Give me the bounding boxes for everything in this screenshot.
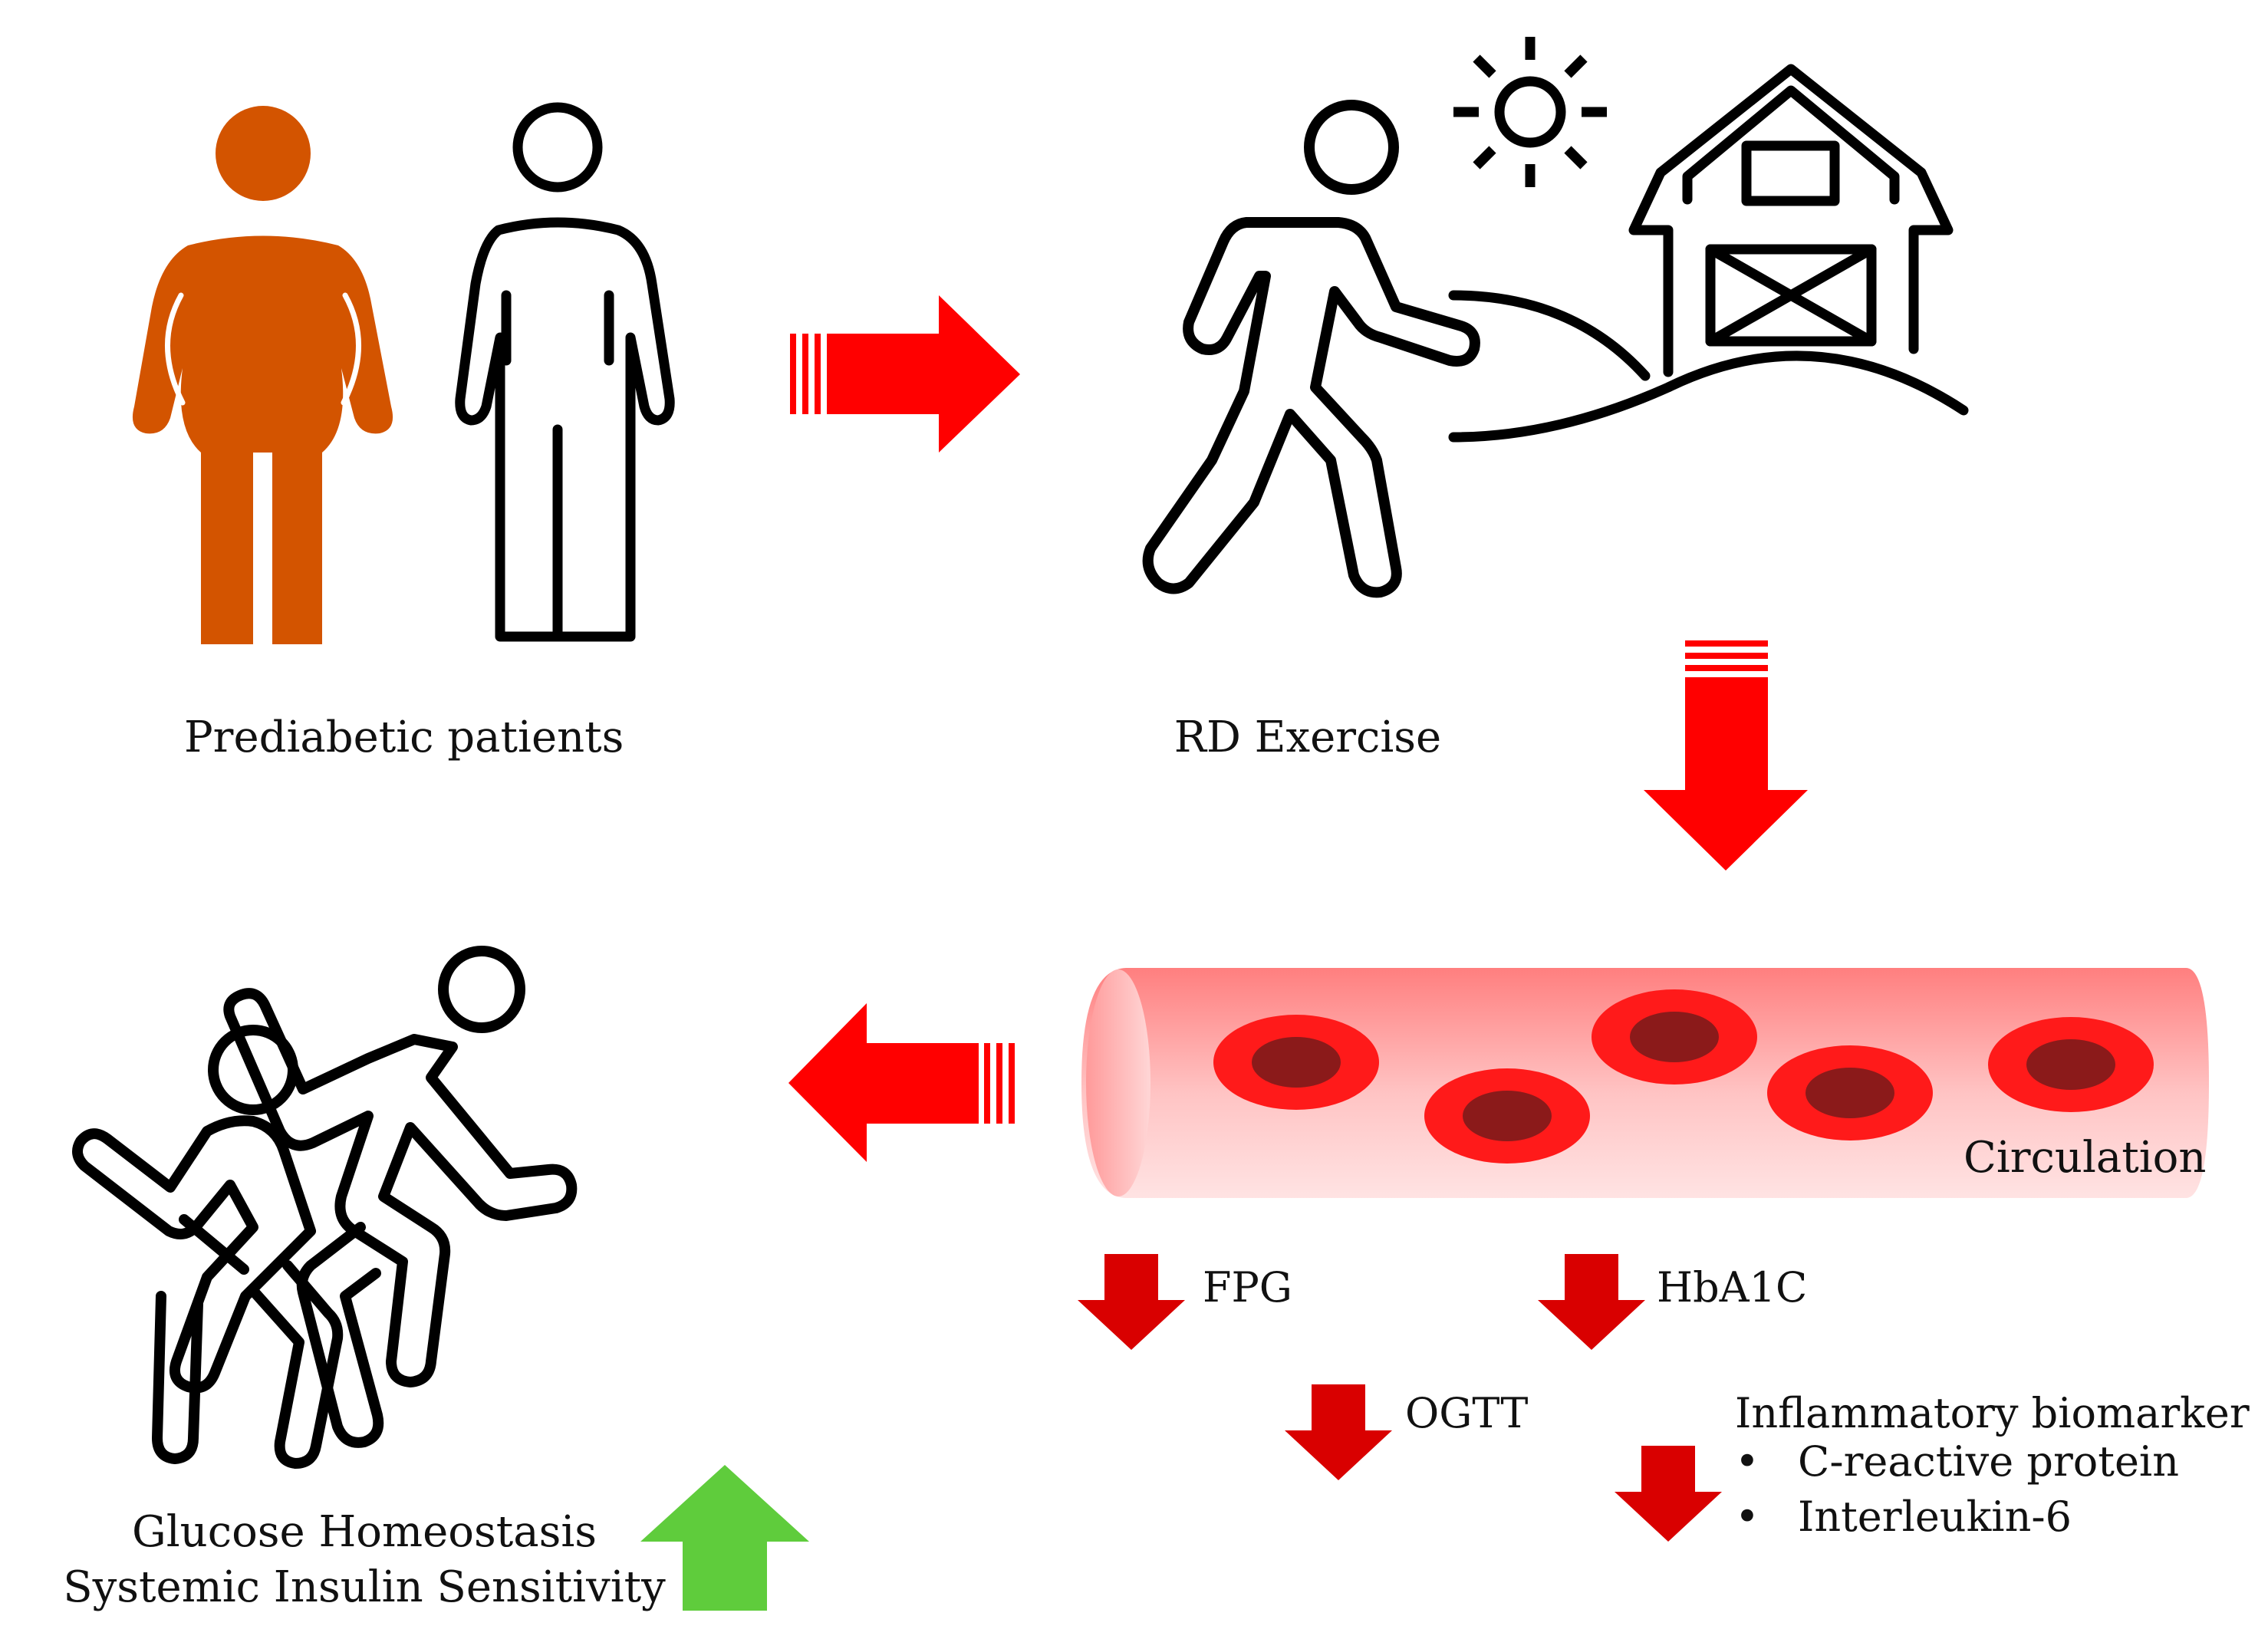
dancing-people-icon bbox=[72, 946, 578, 1469]
flow-arrow-right-icon bbox=[790, 295, 1020, 453]
prediabetic-figure-icon bbox=[132, 106, 393, 644]
red-blood-cell bbox=[1213, 1015, 1379, 1110]
decrease-arrow-ogtt-icon bbox=[1285, 1384, 1392, 1480]
red-blood-cell bbox=[1592, 989, 1757, 1085]
increase-arrow-icon bbox=[640, 1465, 809, 1611]
flow-arrow-down-icon bbox=[1644, 640, 1808, 871]
prediabetic-label: Prediabetic patients bbox=[184, 713, 624, 762]
red-blood-cell bbox=[1767, 1045, 1933, 1140]
outcome-line2: Systemic Insulin Sensitivity bbox=[63, 1562, 666, 1612]
circulation-label: Circulation bbox=[1964, 1133, 2207, 1183]
decrease-arrow-fpg-icon bbox=[1078, 1254, 1185, 1350]
blood-vessel-icon bbox=[1081, 968, 2209, 1198]
hba1c-label: HbA1C bbox=[1657, 1263, 1808, 1312]
normal-figure-icon bbox=[455, 102, 675, 642]
list-item: Interleukin-6 bbox=[1735, 1489, 2179, 1545]
decrease-arrow-inflammatory-icon bbox=[1615, 1446, 1722, 1542]
fpg-label: FPG bbox=[1203, 1263, 1292, 1312]
flow-arrow-left-icon bbox=[788, 1003, 1015, 1162]
inflammatory-label: Inflammatory biomarker bbox=[1735, 1389, 2250, 1437]
ogtt-label: OGTT bbox=[1405, 1389, 1529, 1437]
red-blood-cell bbox=[1988, 1017, 2154, 1112]
blood-cells bbox=[1213, 989, 2154, 1164]
rd-exercise-label: RD Exercise bbox=[1174, 713, 1442, 762]
inflammatory-list: C-reactive protein Interleukin-6 bbox=[1735, 1434, 2179, 1545]
red-blood-cell bbox=[1424, 1068, 1590, 1164]
outcome-line1: Glucose Homeostasis bbox=[132, 1507, 597, 1557]
farm-landscape-icon bbox=[1448, 64, 1969, 443]
list-item: C-reactive protein bbox=[1735, 1434, 2179, 1489]
walking-person-icon bbox=[1142, 100, 1480, 598]
sun-icon bbox=[1453, 37, 1607, 187]
decrease-arrow-hba1c-icon bbox=[1538, 1254, 1645, 1350]
